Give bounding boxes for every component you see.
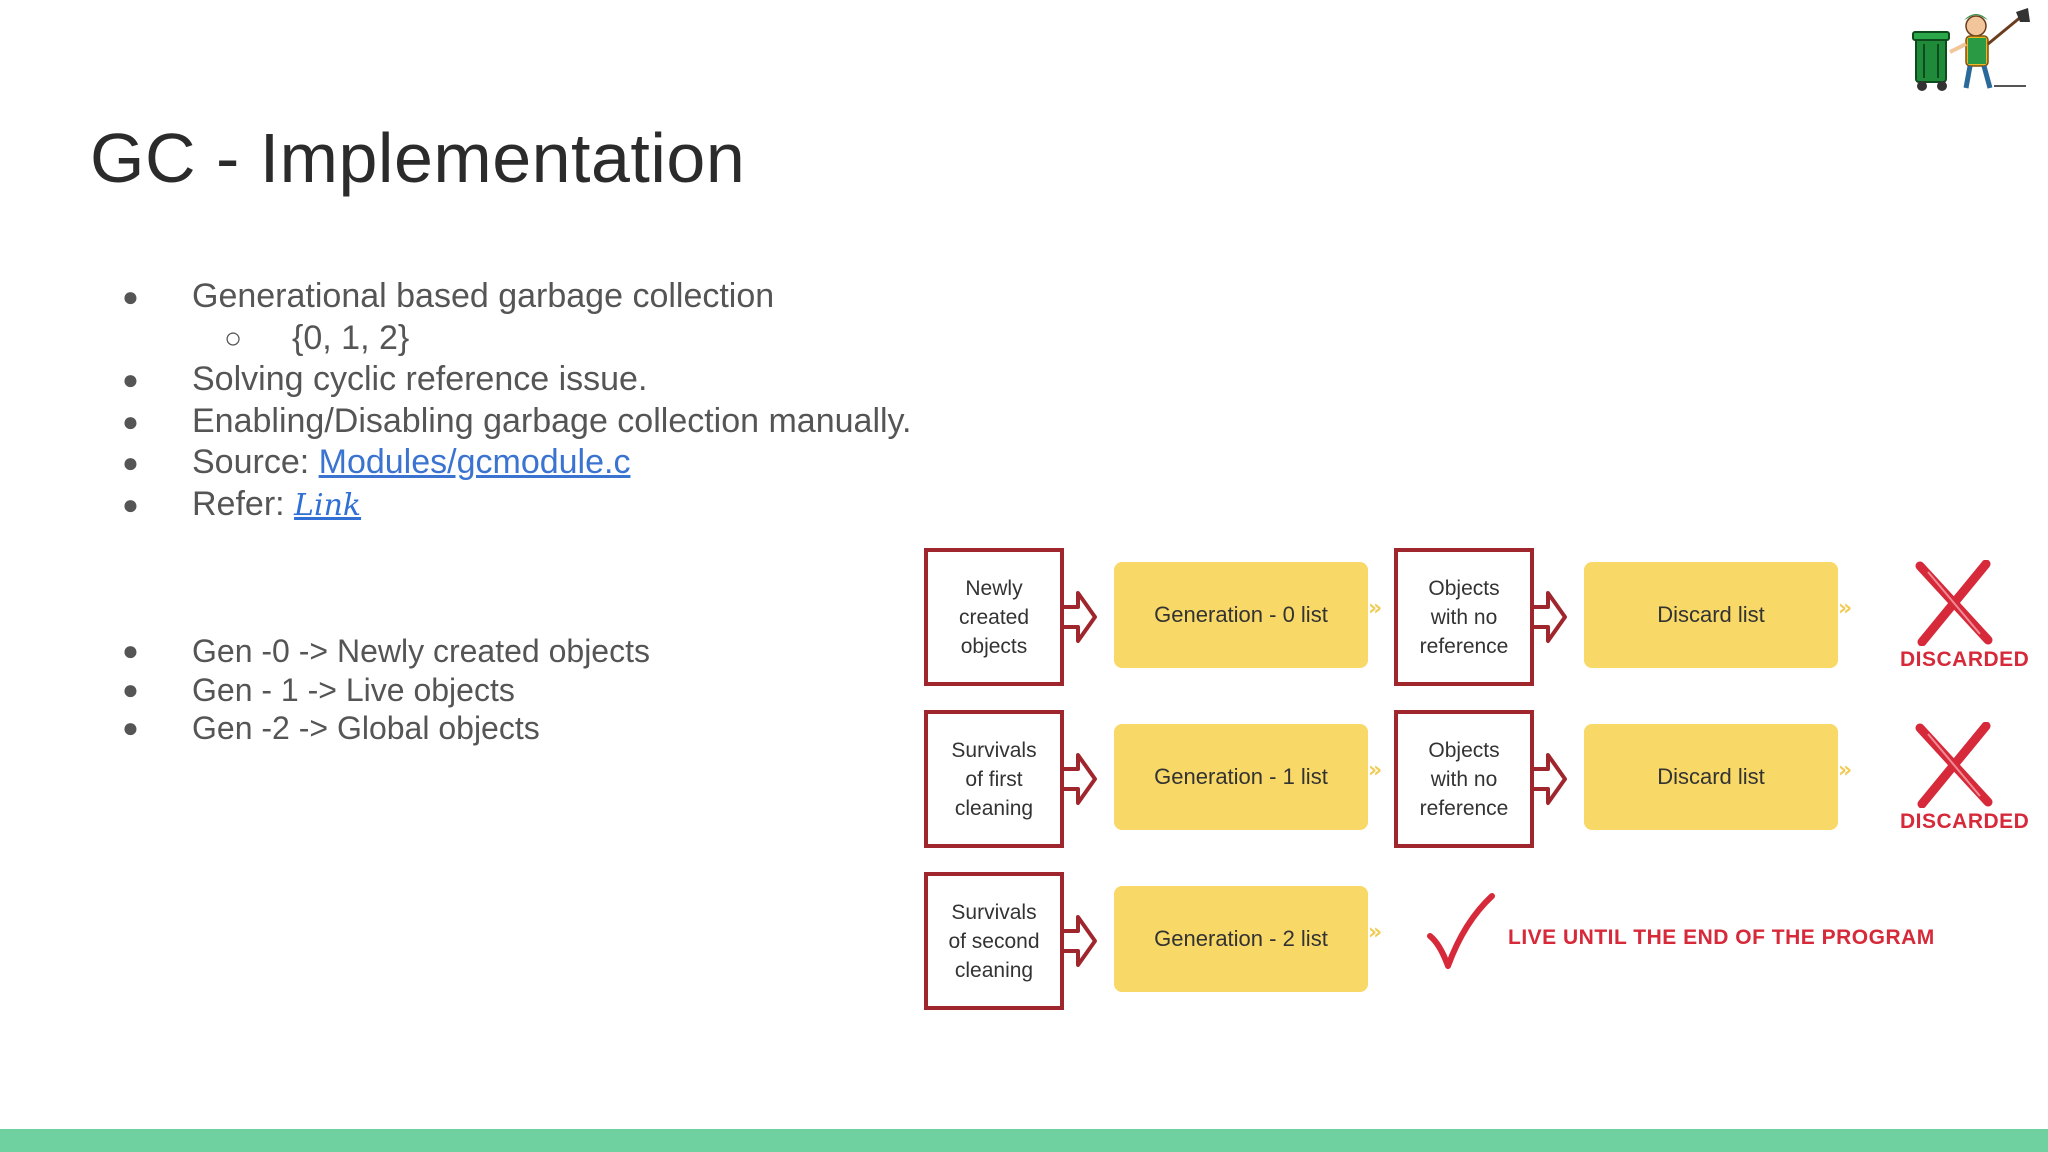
- discard-list-label: Discard list: [1657, 602, 1765, 627]
- generation-list-label: Generation - 2 list: [1154, 926, 1328, 951]
- bullet-item-source: ● Source: Modules/gcmodule.c: [118, 442, 1018, 484]
- generation-bullet-list: ● Gen -0 -> Newly created objects ● Gen …: [118, 632, 878, 748]
- bullet-item-refer: ● Refer: Link: [118, 484, 1018, 527]
- source-box: Survivals of second cleaning: [924, 872, 1064, 1010]
- discard-list-box: Discard list: [1584, 724, 1838, 830]
- generation-bullet-text: Gen - 1 -> Live objects: [192, 671, 515, 708]
- chevron-icon: »: [1838, 596, 1852, 621]
- sub-bullet-text: {0, 1, 2}: [292, 318, 410, 357]
- refer-prefix: Refer:: [192, 484, 295, 523]
- bullet-dot: ●: [122, 488, 139, 520]
- check-box-label: Objects with no reference: [1419, 576, 1509, 658]
- bullet-dot: ●: [122, 281, 139, 312]
- bullet-item: ● Enabling/Disabling garbage collection …: [118, 401, 1018, 443]
- generation-list-box: Generation - 1 list: [1114, 724, 1368, 830]
- bullet-dot: ●: [122, 447, 139, 478]
- arrow-right-icon: [1534, 753, 1567, 805]
- bullet-text: Refer: Link: [192, 485, 361, 523]
- generation-flow-diagram: Newly created objects Generation - 0 lis…: [910, 530, 2040, 1030]
- check-box-label: Objects with no reference: [1419, 738, 1509, 820]
- generation-list-label: Generation - 1 list: [1154, 764, 1328, 789]
- red-x-icon: [1915, 722, 1993, 808]
- discarded-label: DISCARDED: [1900, 648, 2030, 671]
- bullet-text: Enabling/Disabling garbage collection ma…: [192, 401, 912, 440]
- discarded-label: DISCARDED: [1900, 810, 2030, 833]
- bullet-list: ● Generational based garbage collection …: [118, 276, 1018, 526]
- source-link[interactable]: Modules/gcmodule.c: [318, 443, 631, 481]
- generation-bullet-item: ● Gen -0 -> Newly created objects: [118, 632, 878, 671]
- generation-list-box: Generation - 0 list: [1114, 562, 1368, 668]
- chevron-icon: »: [1368, 758, 1382, 783]
- discard-list-label: Discard list: [1657, 764, 1765, 789]
- footer-accent-bar: [0, 1129, 2048, 1152]
- arrow-right-icon: [1064, 591, 1097, 643]
- bullet-dot: ●: [122, 405, 139, 437]
- source-box-label: Survivals of first cleaning: [951, 738, 1037, 820]
- bullet-dot: ●: [122, 364, 139, 395]
- garbage-collector-mascot-icon: [1912, 8, 2030, 91]
- chevron-icon: »: [1838, 758, 1852, 783]
- arrow-right-icon: [1064, 753, 1097, 805]
- source-box-label: Survivals of second cleaning: [948, 900, 1040, 982]
- generation-bullet-text: Gen -2 -> Global objects: [192, 710, 540, 746]
- bullet-text: Solving cyclic reference issue.: [192, 360, 648, 398]
- source-prefix: Source:: [192, 443, 319, 481]
- chevron-icon: »: [1368, 920, 1382, 945]
- check-box: Objects with no reference: [1394, 548, 1534, 686]
- arrow-right-icon: [1534, 591, 1567, 643]
- sub-bullet-item: ○ {0, 1, 2}: [118, 318, 1018, 360]
- bullet-text: Source: Modules/gcmodule.c: [192, 443, 630, 481]
- bullet-dot: ●: [122, 673, 139, 705]
- live-until-end-label: LIVE UNTIL THE END OF THE PROGRAM: [1508, 926, 1935, 949]
- source-box: Newly created objects: [924, 548, 1064, 686]
- discard-list-box: Discard list: [1584, 562, 1838, 668]
- source-box-label: Newly created objects: [958, 576, 1030, 658]
- generation-bullet-item: ● Gen - 1 -> Live objects: [118, 671, 878, 710]
- generation-list-box: Generation - 2 list: [1114, 886, 1368, 992]
- generation-bullet-text: Gen -0 -> Newly created objects: [192, 633, 650, 669]
- bullet-text: Generational based garbage collection: [192, 277, 775, 315]
- arrow-right-icon: [1064, 915, 1097, 967]
- source-box: Survivals of first cleaning: [924, 710, 1064, 848]
- bullet-dot: ●: [122, 635, 139, 666]
- bullet-item: ● Generational based garbage collection: [118, 276, 1018, 318]
- red-x-icon: [1915, 560, 1993, 646]
- generation-bullet-item: ● Gen -2 -> Global objects: [118, 709, 878, 748]
- check-box: Objects with no reference: [1394, 710, 1534, 848]
- generation-list-label: Generation - 0 list: [1154, 602, 1328, 627]
- sub-bullet-dot: ○: [224, 321, 243, 355]
- checkmark-icon: [1427, 893, 1495, 969]
- refer-link[interactable]: Link: [294, 487, 362, 523]
- slide-title: GC - Implementation: [90, 119, 746, 197]
- bullet-dot: ●: [122, 712, 139, 743]
- chevron-icon: »: [1368, 596, 1382, 621]
- bullet-item: ● Solving cyclic reference issue.: [118, 359, 1018, 401]
